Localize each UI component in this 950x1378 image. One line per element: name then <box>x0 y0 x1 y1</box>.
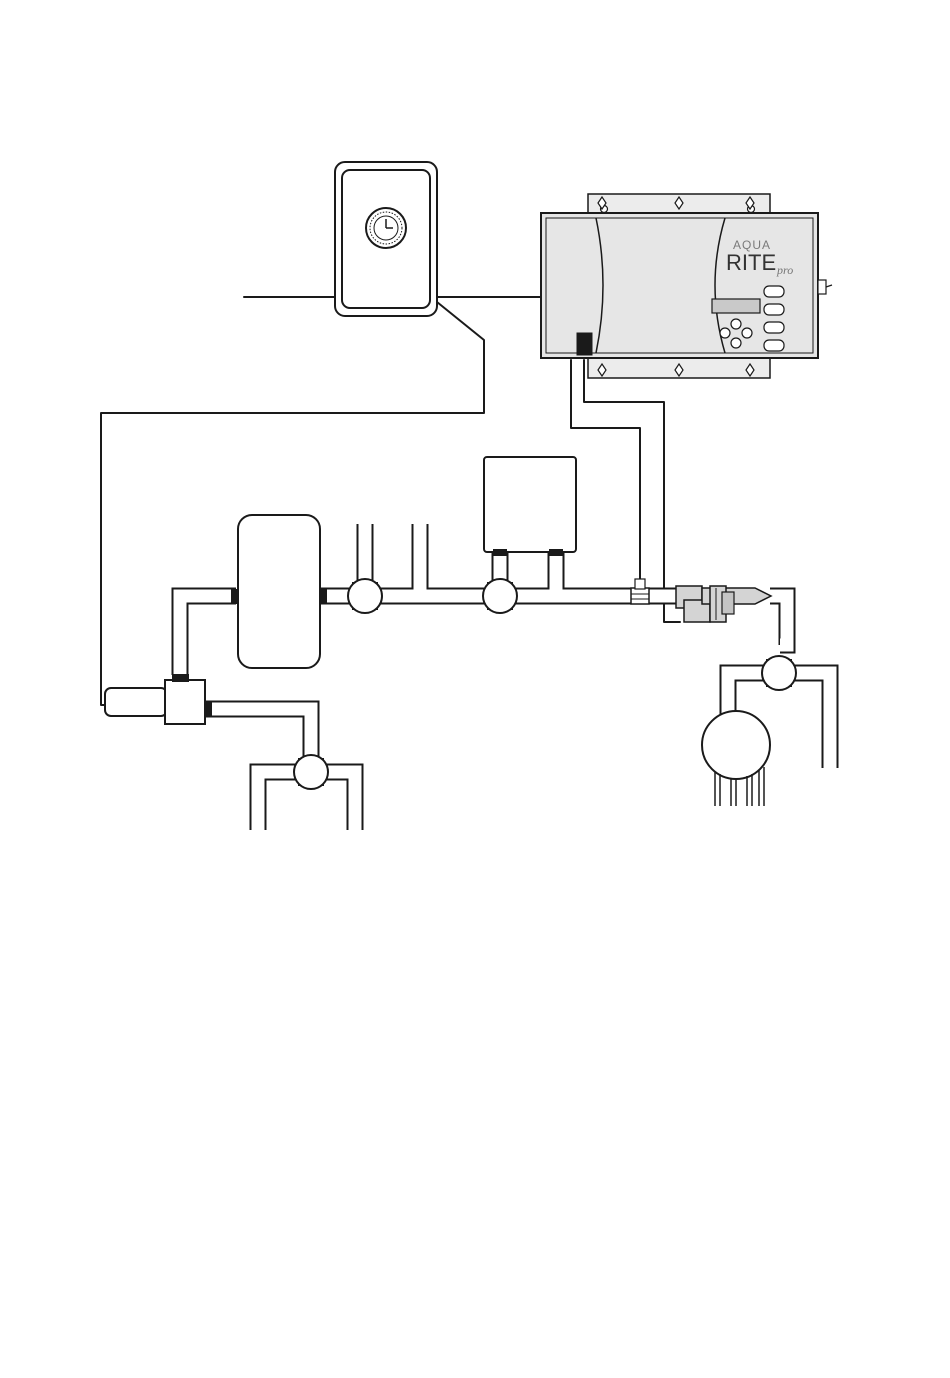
pump-housing <box>165 680 205 724</box>
brand-line2: RITE <box>726 250 776 275</box>
heater-box <box>484 457 576 556</box>
valve-3 <box>294 755 328 789</box>
connector-port <box>577 333 592 355</box>
time-clock-box <box>335 162 437 316</box>
flow-switch <box>631 579 649 604</box>
filter-tank <box>231 515 327 668</box>
valve-1 <box>348 579 382 613</box>
brand-suffix: pro <box>776 263 793 277</box>
valve-2 <box>483 579 517 613</box>
side-switch <box>818 280 826 294</box>
lcd-display <box>712 299 760 313</box>
filter-inlet-fitting <box>231 589 239 604</box>
valve-4 <box>762 656 796 690</box>
filter-outlet-fitting <box>319 589 327 604</box>
control-unit: AQUA RITE pro <box>541 194 832 378</box>
salt-cell <box>676 586 771 622</box>
clock-icon <box>366 208 406 248</box>
pump <box>105 674 212 724</box>
round-unit <box>702 711 770 806</box>
control-to-cell-wire <box>584 360 680 622</box>
pump-motor <box>105 688 167 716</box>
control-to-flow-switch-wire <box>571 360 640 585</box>
